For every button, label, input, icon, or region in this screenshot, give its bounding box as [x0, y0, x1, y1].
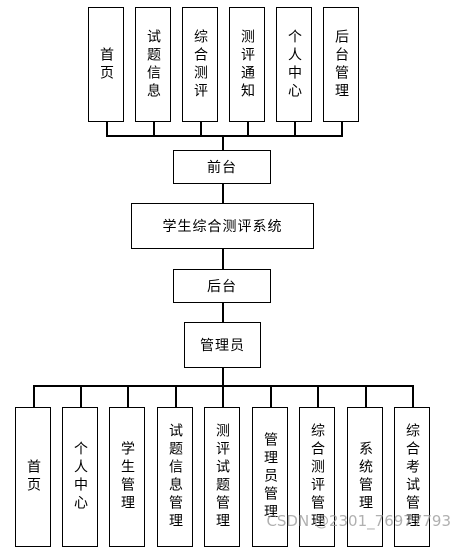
frontend-node: 前台 — [173, 150, 271, 184]
connector — [412, 385, 414, 408]
top-module-home: 首页 — [88, 7, 124, 122]
connector — [222, 368, 224, 386]
bottom-module-label: 综合测评管理 — [309, 423, 325, 531]
frontend-label: 前台 — [207, 160, 237, 176]
connector — [270, 385, 272, 408]
connector — [341, 122, 343, 136]
bottom-module-label: 学生管理 — [119, 441, 135, 513]
connector — [106, 122, 108, 136]
connector — [80, 385, 82, 408]
connector — [222, 303, 224, 323]
connector — [127, 385, 129, 408]
connector — [175, 385, 177, 408]
bottom-module-home: 首页 — [15, 407, 51, 547]
connector — [317, 385, 319, 408]
top-module-label: 测评通知 — [239, 28, 255, 101]
connector — [153, 122, 155, 136]
connector — [33, 385, 35, 408]
backend-label: 后台 — [207, 279, 237, 295]
bottom-module-label: 综合考试管理 — [404, 423, 420, 531]
top-module-assessment: 综合测评 — [182, 7, 218, 122]
bottom-module-label: 首页 — [25, 459, 41, 495]
connector — [222, 249, 224, 270]
admin-label: 管理员 — [200, 338, 245, 354]
bottom-module-label: 管理员管理 — [262, 432, 278, 522]
top-module-personal: 个人中心 — [276, 7, 312, 122]
top-module-label: 首页 — [98, 46, 114, 83]
bottom-module-assessment-mgmt: 综合测评管理 — [299, 407, 335, 547]
bottom-module-admin-mgmt: 管理员管理 — [252, 407, 288, 547]
connector — [365, 385, 367, 408]
top-module-admin-panel: 后台管理 — [323, 7, 359, 122]
connector-bus — [106, 135, 343, 137]
top-module-question-info: 试题信息 — [135, 7, 171, 122]
top-module-label: 综合测评 — [192, 28, 208, 101]
watermark: CSDN @2301_76977793 — [266, 512, 451, 530]
top-module-label: 个人中心 — [286, 28, 302, 101]
connector — [222, 385, 224, 408]
top-module-label: 试题信息 — [145, 28, 161, 101]
top-module-notice: 测评通知 — [229, 7, 265, 122]
connector — [247, 122, 249, 136]
bottom-module-label: 个人中心 — [72, 441, 88, 513]
bottom-module-label: 测评试题管理 — [214, 423, 230, 531]
bottom-module-system-mgmt: 系统管理 — [347, 407, 383, 547]
backend-node: 后台 — [173, 269, 271, 303]
bottom-module-student-mgmt: 学生管理 — [109, 407, 145, 547]
connector — [222, 184, 224, 204]
bottom-module-question-mgmt: 试题信息管理 — [157, 407, 193, 547]
connector — [222, 135, 224, 151]
system-label: 学生综合测评系统 — [162, 219, 283, 235]
bottom-module-label: 系统管理 — [357, 441, 373, 513]
bottom-module-label: 试题信息管理 — [167, 423, 183, 531]
connector — [294, 122, 296, 136]
system-node: 学生综合测评系统 — [131, 203, 314, 249]
connector — [200, 122, 202, 136]
bottom-module-test-mgmt: 测评试题管理 — [204, 407, 240, 547]
top-module-label: 后台管理 — [333, 28, 349, 101]
admin-node: 管理员 — [184, 322, 261, 368]
bottom-module-personal: 个人中心 — [62, 407, 98, 547]
connector-bus — [33, 385, 414, 387]
